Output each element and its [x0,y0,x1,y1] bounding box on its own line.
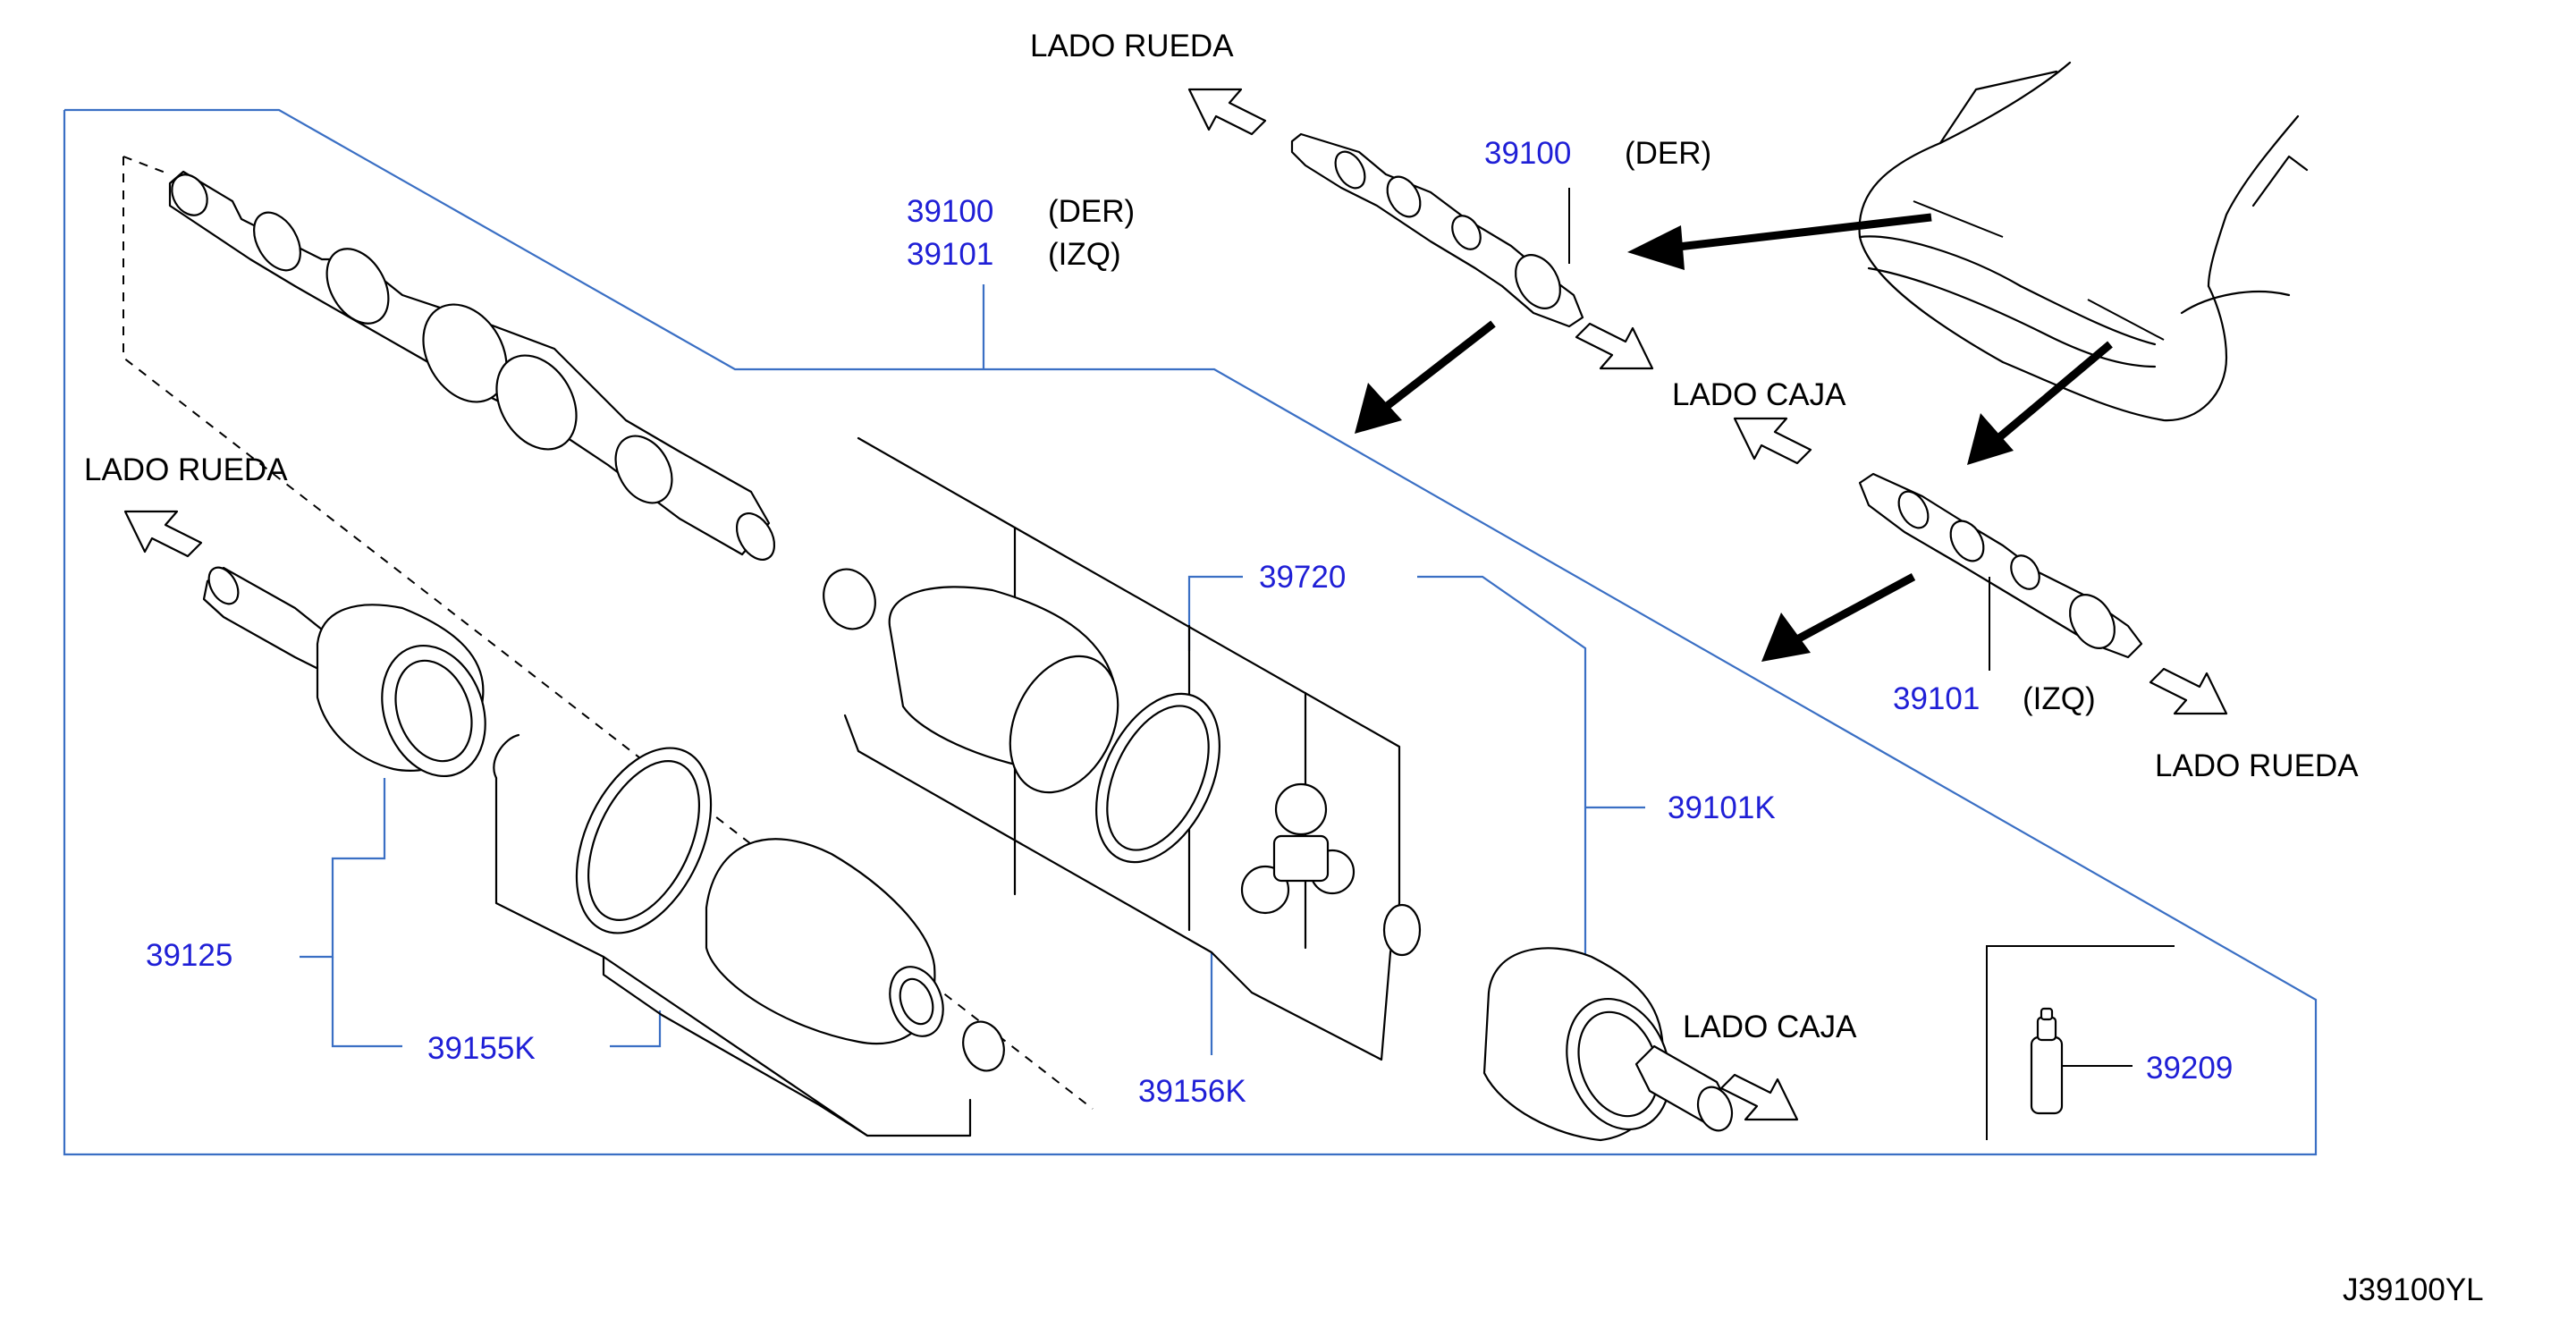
leader-39155K [331,957,402,1048]
part-39101-inset-side: (IZQ) [2023,681,2096,716]
part-39101-main: 39101 [907,237,993,272]
part-39720: 39720 [1259,560,1346,595]
grease-inset-frame [1986,945,2175,1140]
label-lado-rueda-right: LADO RUEDA [2155,748,2359,783]
drive-shaft-exploded [122,156,1094,1110]
label-lado-rueda-left: LADO RUEDA [84,452,288,487]
part-39156K: 39156K [1138,1074,1246,1109]
part-39125: 39125 [146,938,232,973]
pointer-arrow-der [1627,213,1932,270]
boot-kit-39156K [823,436,1422,1061]
direction-arrow-lado-caja-top-right [1575,322,1654,370]
vehicle-outline [1858,61,2309,422]
boot-kit-39155K [493,733,1005,1137]
pointer-arrow-izq-down [1761,573,1916,662]
part-39100-main-side: (DER) [1048,194,1135,229]
inset-shaft-izq [1858,472,2143,671]
grease-tube-icon [2030,1007,2064,1115]
part-39100-inset-side: (DER) [1625,136,1711,171]
part-39100-main: 39100 [907,194,993,229]
leader-39720-39101K [1187,575,1243,651]
outer-cv-joint [202,566,486,778]
direction-arrow-lado-rueda-top [1187,88,1267,136]
leader-39155K-right [610,1010,662,1048]
direction-arrow-lado-rueda-right [2149,667,2228,715]
assembly-frame [63,108,2318,1156]
diagram-code: J39100YL [2343,1272,2484,1307]
label-lado-rueda-top: LADO RUEDA [1030,29,1234,63]
inner-cv-joint [1482,947,1734,1142]
leader-39125 [300,778,386,959]
part-39101K: 39101K [1668,790,1776,825]
leader-39101K [1417,575,1587,966]
part-39101-main-side: (IZQ) [1048,237,1121,272]
label-lado-caja-bottom: LADO CAJA [1683,1010,1857,1044]
part-39155K: 39155K [427,1031,536,1066]
pointer-arrow-der-down [1355,320,1496,434]
pointer-arrow-izq [1967,341,2113,465]
direction-arrow-lado-caja-bottom [1719,1073,1799,1121]
direction-arrow-lado-rueda-left [123,510,203,558]
inset-shaft-der [1290,132,1584,328]
part-39100-inset: 39100 [1484,136,1571,171]
part-39209: 39209 [2146,1051,2233,1086]
label-lado-caja-top: LADO CAJA [1672,377,1846,412]
direction-arrow-lado-caja-mid [1733,417,1812,465]
part-39101-inset: 39101 [1893,681,1980,716]
